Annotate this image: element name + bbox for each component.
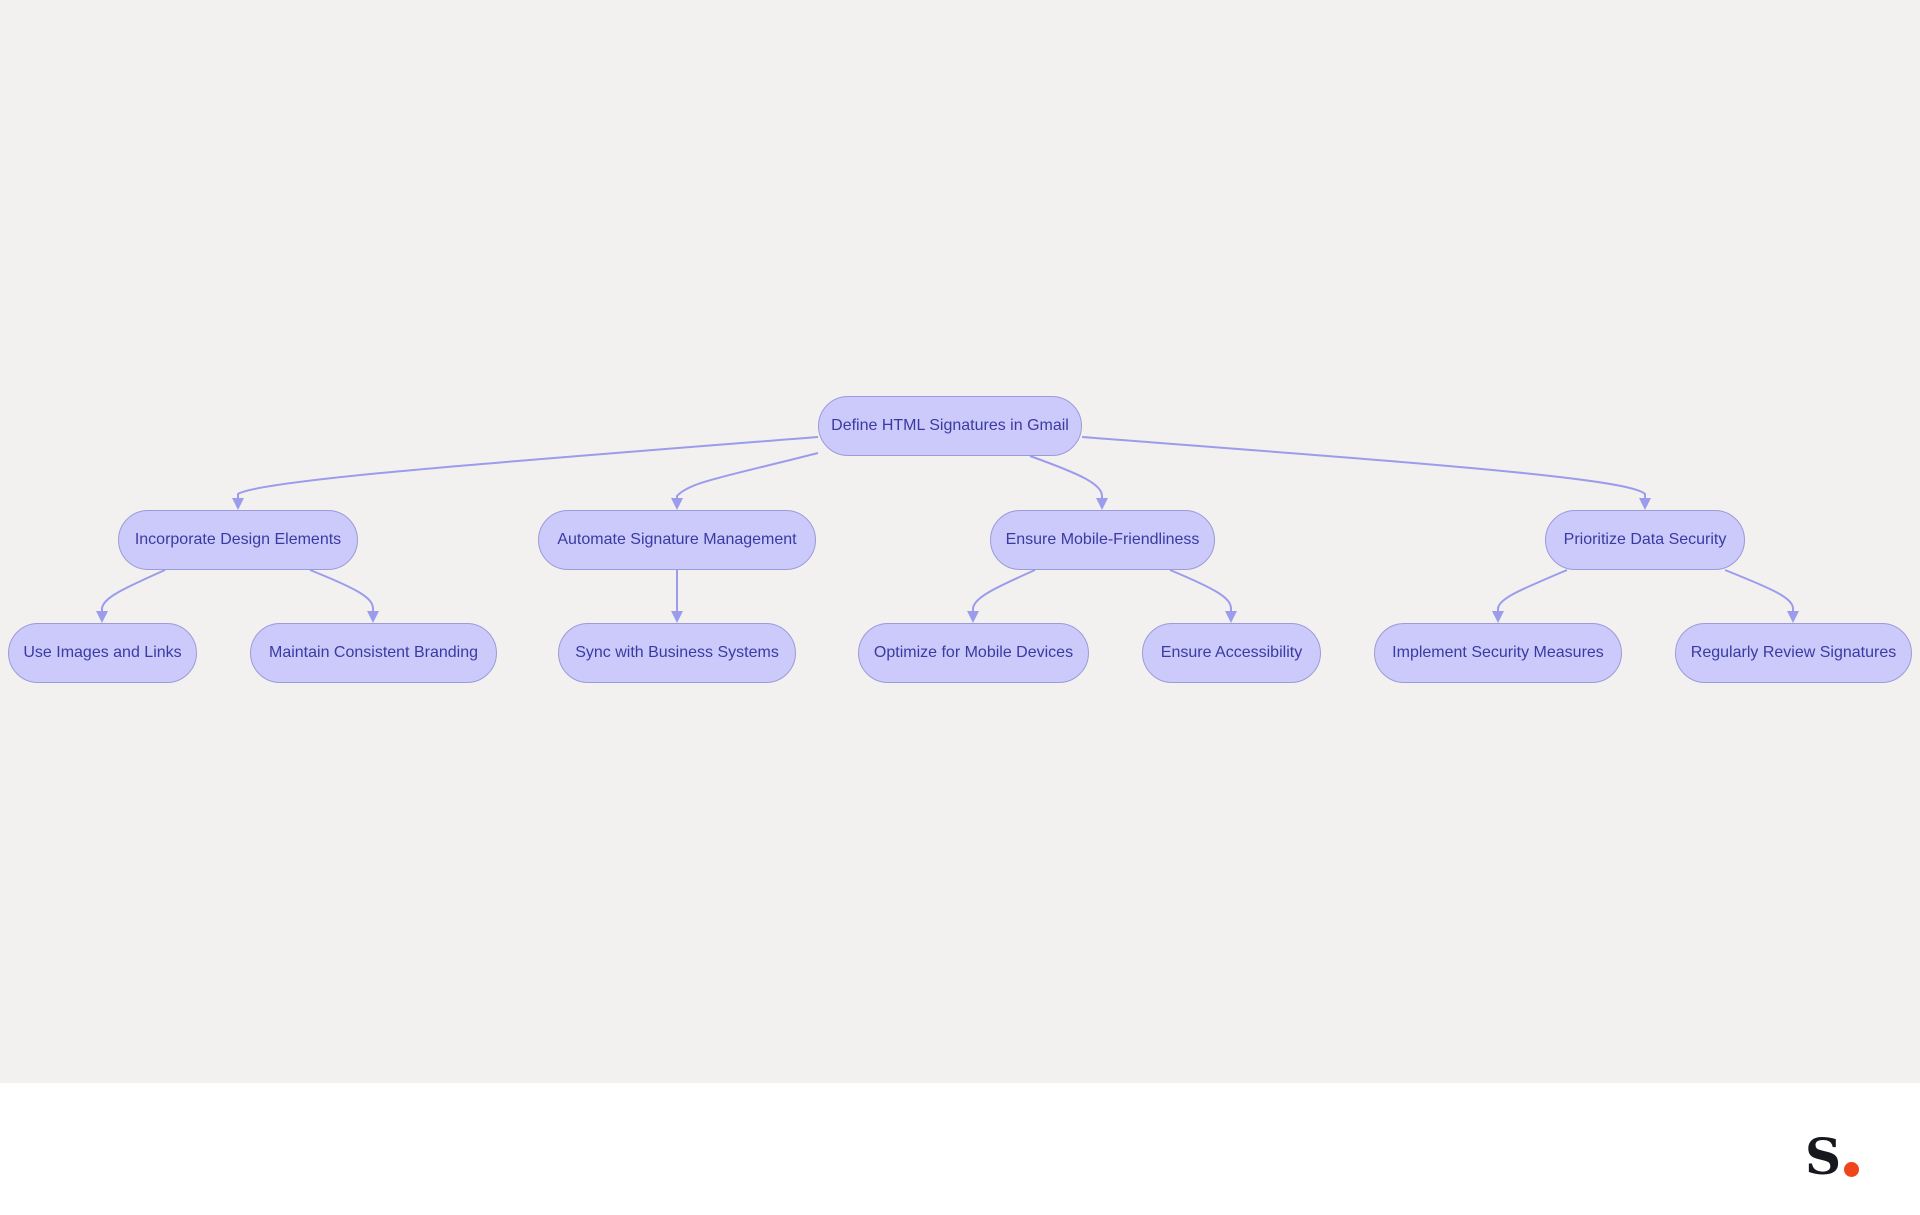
leaf-node-security-measures: Implement Security Measures: [1374, 623, 1622, 683]
edge-root-mobile: [1029, 455, 1108, 510]
diagram-edges: [96, 436, 1799, 623]
edge-mobile-access: [1169, 569, 1237, 623]
leaf-node-mobile-devices: Optimize for Mobile Devices: [858, 623, 1089, 683]
footer: [0, 1083, 1920, 1215]
branch-node-mobile: Ensure Mobile-Friendliness: [990, 510, 1215, 570]
logo-letter: S: [1805, 1127, 1842, 1186]
edge-design-branding: [309, 569, 379, 623]
leaf-node-images-links: Use Images and Links: [8, 623, 197, 683]
edge-design-images: [96, 569, 166, 623]
brand-logo: S: [1805, 1127, 1860, 1186]
edge-root-security: [1081, 436, 1651, 510]
leaf-node-sync: Sync with Business Systems: [558, 623, 796, 683]
leaf-node-review: Regularly Review Signatures: [1675, 623, 1912, 683]
branch-node-design: Incorporate Design Elements: [118, 510, 358, 570]
edge-security-review: [1724, 569, 1799, 623]
root-node: Define HTML Signatures in Gmail: [818, 396, 1082, 456]
brand-logo-dot-icon: [1844, 1162, 1860, 1177]
branch-node-automation: Automate Signature Management: [538, 510, 816, 570]
edge-root-automation: [671, 452, 819, 510]
leaf-node-branding: Maintain Consistent Branding: [250, 623, 497, 683]
diagram-canvas: Define HTML Signatures in Gmail Incorpor…: [0, 0, 1920, 1083]
edge-security-measures: [1492, 569, 1568, 623]
edge-mobile-devices: [967, 569, 1036, 623]
leaf-node-accessibility: Ensure Accessibility: [1142, 623, 1321, 683]
branch-node-security: Prioritize Data Security: [1545, 510, 1745, 570]
edge-root-design: [232, 436, 819, 510]
